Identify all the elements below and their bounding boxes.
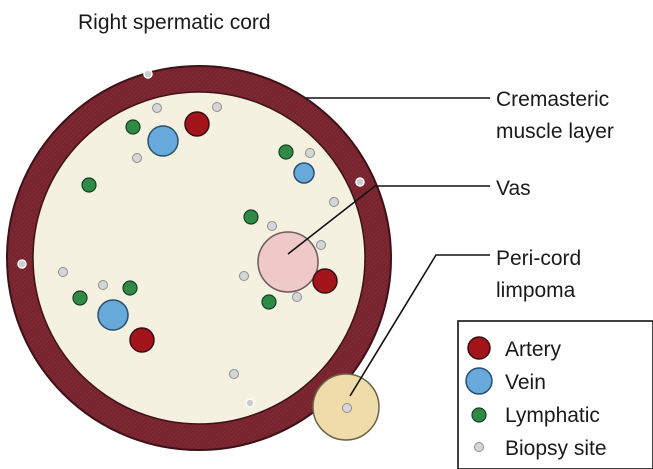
pericord-label-line1: Peri-cord [496, 247, 581, 270]
biopsy-site-marker [329, 197, 339, 207]
biopsy-site-marker [305, 148, 315, 158]
lymphatic-marker [278, 144, 294, 160]
cremasteric-label-line2: muscle layer [496, 120, 614, 143]
lymphatic-marker [261, 294, 277, 310]
leader-lines [287, 97, 490, 397]
lymphatics [72, 119, 294, 310]
lipoma-biopsy-site [342, 403, 352, 413]
vein-marker [293, 162, 315, 184]
biopsy-site-marker [292, 292, 302, 302]
legend-vein-swatch [465, 367, 493, 395]
biopsy-site-marker [132, 153, 142, 163]
biopsy-site-marker [245, 398, 255, 408]
biopsy-site-marker [239, 271, 249, 281]
biopsy-site-marker [355, 177, 365, 187]
artery-marker [312, 268, 338, 294]
vein-marker [97, 299, 129, 331]
lymphatic-marker [125, 119, 141, 135]
legend-vein-label: Vein [505, 371, 546, 394]
legend-biopsy-label: Biopsy site [505, 437, 607, 460]
biopsy-site-marker [152, 103, 162, 113]
lymphatic-marker [243, 209, 259, 225]
biopsy-site-marker [98, 280, 108, 290]
biopsy-site-marker [316, 240, 326, 250]
biopsy-site-marker [212, 102, 222, 112]
legend-biopsy-swatch [474, 442, 484, 452]
legend-artery-swatch [467, 336, 491, 360]
arteries [129, 111, 338, 353]
cord-interior [32, 91, 366, 425]
muscle-biopsy-sites [17, 69, 365, 408]
interior-biopsy-sites [58, 102, 339, 379]
legend-artery-label: Artery [505, 338, 562, 361]
biopsy-site-marker [143, 69, 153, 79]
legend-lymphatic-label: Lymphatic [505, 404, 600, 427]
lymphatic-marker [122, 280, 138, 296]
legend: Artery Vein Lymphatic Biopsy site [457, 320, 653, 469]
vas-deferens [257, 231, 319, 293]
biopsy-site-marker [58, 267, 68, 277]
legend-lymphatic-swatch [471, 407, 487, 423]
artery-marker [129, 327, 155, 353]
veins [97, 125, 315, 331]
pericord-label-line2: limpoma [496, 279, 576, 302]
lymphatic-marker [72, 290, 88, 306]
pericord-leader [349, 254, 490, 397]
vas-leader [287, 185, 490, 255]
cremasteric-label-line1: Cremasteric [496, 88, 609, 111]
biopsy-site-marker [267, 221, 277, 231]
vein-marker [147, 125, 179, 157]
vas-label: Vas [496, 177, 531, 200]
artery-marker [184, 111, 210, 137]
biopsy-site-marker [17, 259, 27, 269]
biopsy-site-marker [229, 369, 239, 379]
diagram-title: Right spermatic cord [78, 11, 271, 34]
lymphatic-marker [81, 177, 97, 193]
